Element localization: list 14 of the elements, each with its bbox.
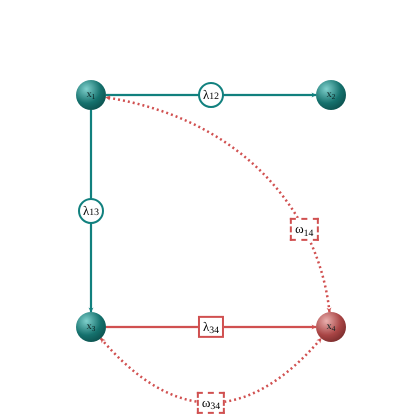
node-label: x$_{4}$ xyxy=(326,322,336,332)
node-label: x$_{1}$ xyxy=(86,90,96,100)
edge-label: λ$_{12}$ xyxy=(198,82,224,108)
edge-label: λ$_{34}$ xyxy=(198,316,224,338)
arrow xyxy=(100,338,322,404)
edge-label: ω$_{14}$ xyxy=(290,218,318,240)
node-label: x$_{2}$ xyxy=(326,90,336,100)
node-label: x$_{3}$ xyxy=(86,322,96,332)
edge-label: ω$_{34}$ xyxy=(196,392,226,414)
arrow xyxy=(106,324,316,330)
arrow xyxy=(105,96,332,313)
arrow xyxy=(88,110,94,312)
arrow xyxy=(106,92,316,98)
edge-label: λ$_{13}$ xyxy=(78,198,104,224)
